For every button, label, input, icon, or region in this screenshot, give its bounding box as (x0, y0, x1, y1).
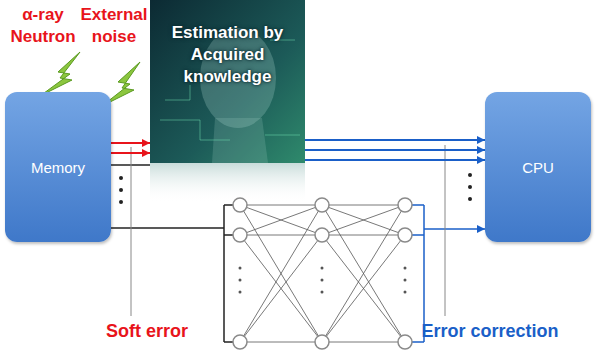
lightning-bolt (40, 52, 80, 96)
data-line (224, 204, 233, 206)
output-line (412, 234, 424, 236)
hazard-label: External noise (72, 4, 156, 48)
network-neurons (233, 198, 412, 349)
ellipsis-dots (239, 267, 407, 294)
leader-line (445, 145, 446, 316)
leader-line (131, 147, 132, 316)
cpu-box: CPU (485, 92, 591, 242)
soft-error-label: Soft error (92, 320, 202, 343)
signal-arrow (305, 139, 485, 141)
node-text: Memory (31, 159, 85, 176)
output-arrow (424, 228, 485, 230)
signal-arrow (111, 142, 150, 144)
node-text: Estimation by Acquired knowledge (162, 22, 294, 88)
picture-reflection (150, 163, 305, 203)
signal-arrow (111, 152, 150, 154)
output-line (412, 204, 424, 206)
ellipsis-dots (119, 173, 472, 204)
picture-ground (150, 0, 305, 163)
data-line (223, 205, 225, 342)
hazard-label: α-ray Neutron (4, 4, 82, 48)
error-correction-label: Error correction (400, 320, 580, 343)
output-line (412, 341, 424, 343)
estimation-picture: Estimation by Acquired knowledge (150, 0, 305, 163)
node-text: CPU (522, 159, 554, 176)
signal-arrow (305, 159, 485, 161)
data-line (224, 341, 233, 343)
data-line (224, 234, 233, 236)
memory-box: Memory (5, 92, 111, 242)
data-line (111, 227, 224, 229)
signal-arrow (305, 149, 485, 151)
network-links (240, 205, 405, 342)
